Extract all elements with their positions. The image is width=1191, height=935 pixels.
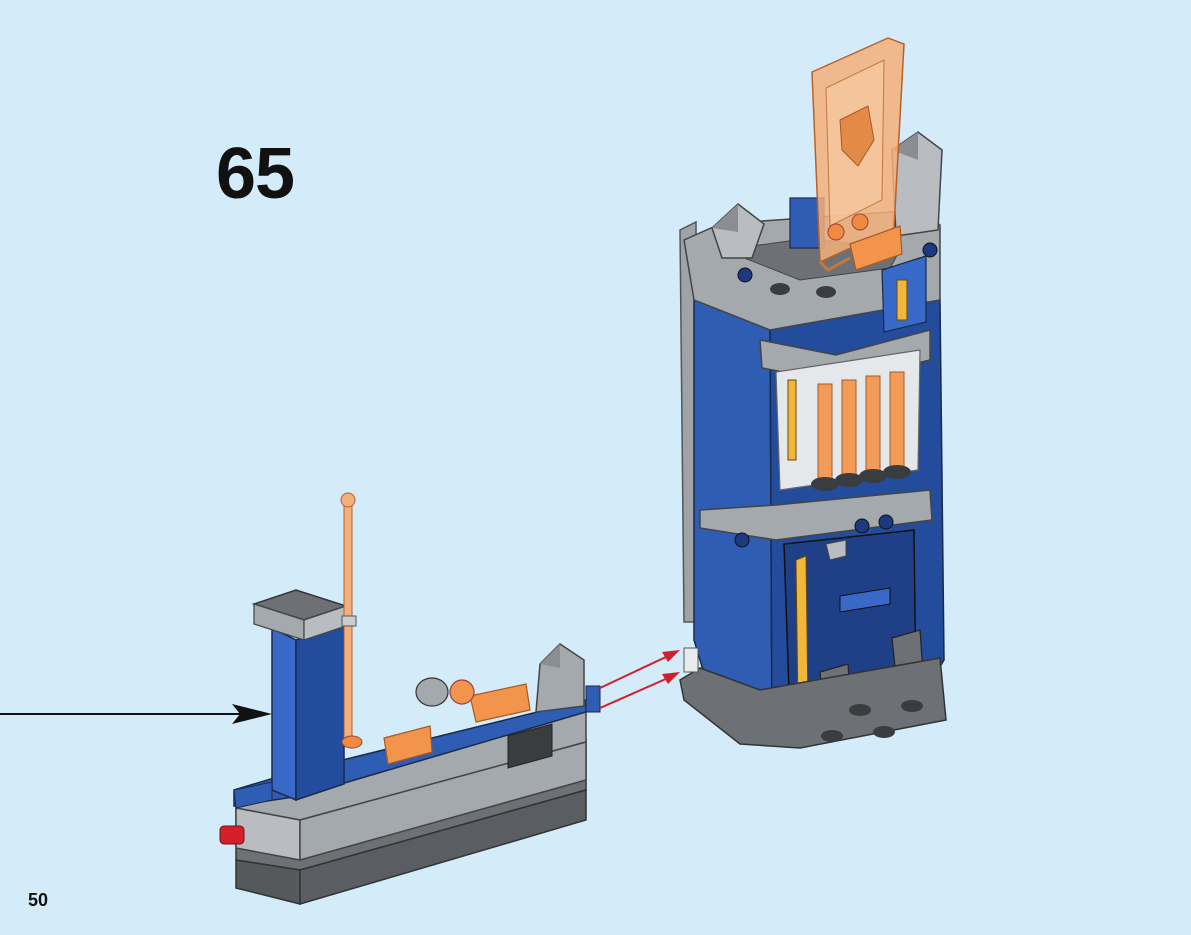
connection-arrows-icon (600, 650, 680, 708)
wall-module-model (220, 493, 600, 904)
assembly-arrow-icon (0, 704, 272, 724)
tower-model (680, 38, 946, 748)
